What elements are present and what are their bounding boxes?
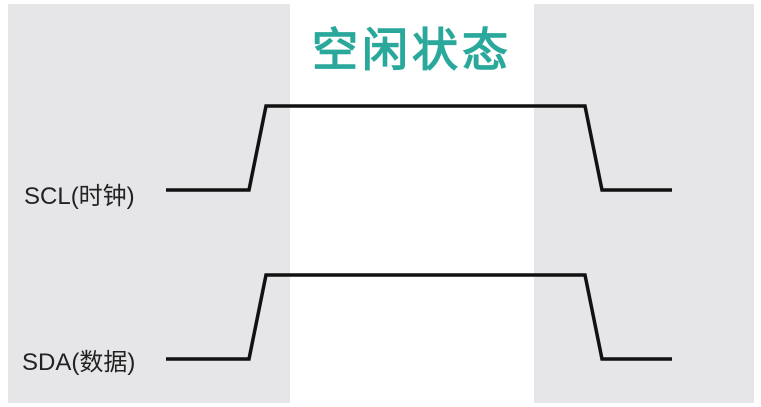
highlight-region-idle xyxy=(290,4,534,403)
scl-label: SCL(时钟) xyxy=(24,183,135,210)
scl-waveform xyxy=(166,104,672,192)
shaded-region-left xyxy=(8,4,290,403)
shaded-region-right xyxy=(534,4,754,403)
sda-waveform xyxy=(166,273,672,361)
diagram-title: 空闲状态 xyxy=(312,23,512,77)
sda-label: SDA(数据) xyxy=(22,349,136,376)
